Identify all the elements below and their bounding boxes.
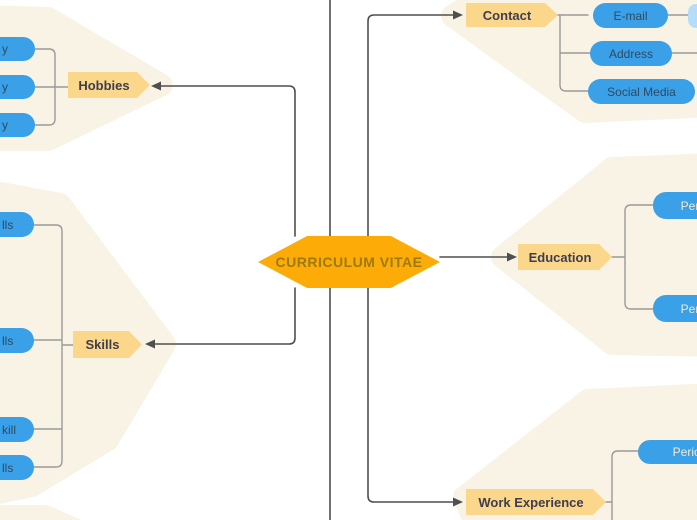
subtopic-education-period-1[interactable]: Period <box>653 192 697 219</box>
branch-hobbies-label: Hobbies <box>78 77 130 93</box>
arrowhead-contact <box>453 10 463 20</box>
bracket-education <box>611 204 654 310</box>
arrowhead-skills <box>145 339 155 349</box>
email-child-node[interactable] <box>688 4 697 28</box>
subtopic-skill-3[interactable]: kill <box>0 417 34 442</box>
subtopic-hobby-1[interactable]: y <box>0 37 35 61</box>
subtopic-skill-4-label: lls <box>2 460 14 475</box>
arrowhead-hobbies <box>151 81 161 91</box>
branch-education[interactable]: Education <box>518 244 612 270</box>
subtopic-work-period[interactable]: Period <box>638 440 697 464</box>
branch-contact[interactable]: Contact <box>466 3 558 27</box>
branch-skills[interactable]: Skills <box>73 331 142 358</box>
subtopic-hobby-3-label: y <box>2 118 8 132</box>
subtopic-social-media[interactable]: Social Media <box>588 79 695 104</box>
subtopic-email[interactable]: E-mail <box>593 3 668 28</box>
arrowhead-work-experience <box>453 497 463 507</box>
subtopic-skill-4[interactable]: lls <box>0 455 34 480</box>
subtopic-hobby-3[interactable]: y <box>0 113 35 137</box>
bracket-skills <box>33 224 74 468</box>
connector-skills <box>153 287 296 345</box>
connector-hobbies <box>159 85 296 237</box>
subtopic-hobby-2[interactable]: y <box>0 75 35 99</box>
subtopic-address-label: Address <box>608 46 654 61</box>
bracket-hobbies <box>34 48 69 126</box>
subtopic-education-period-2-label: Period <box>680 301 697 316</box>
subtopic-education-period-2[interactable]: Period <box>653 295 697 322</box>
connector-work-experience <box>367 287 456 503</box>
subtopic-skill-3-label: kill <box>2 422 16 437</box>
bracket-work-experience <box>604 450 639 520</box>
subtopic-hobby-2-label: y <box>2 80 8 94</box>
central-topic-label: CURRICULUM VITAE <box>275 254 423 270</box>
subtopic-skill-1[interactable]: lls <box>0 212 34 237</box>
arrowhead-education <box>507 252 517 262</box>
branch-hobbies[interactable]: Hobbies <box>68 72 150 98</box>
subtopic-work-period-label: Period <box>672 445 697 459</box>
bracket-contact <box>549 14 591 92</box>
subtopic-skill-2-label: lls <box>2 333 14 348</box>
subtopic-hobby-1-label: y <box>2 42 8 56</box>
subtopic-skill-2[interactable]: lls <box>0 328 34 353</box>
subtopic-education-period-1-label: Period <box>680 198 697 213</box>
group-boundary-work-experience <box>453 383 697 520</box>
branch-work-experience-label: Work Experience <box>478 494 584 510</box>
branch-work-experience[interactable]: Work Experience <box>466 489 606 515</box>
group-boundary-bottom-left <box>0 505 82 520</box>
branch-skills-label: Skills <box>85 337 120 352</box>
subtopic-email-label: E-mail <box>613 8 648 23</box>
branch-education-label: Education <box>528 249 592 265</box>
subtopic-address[interactable]: Address <box>590 41 672 66</box>
subtopic-skill-1-label: lls <box>2 217 14 232</box>
subtopic-social-media-label: Social Media <box>607 84 676 99</box>
connector-contact <box>367 14 456 237</box>
branch-contact-label: Contact <box>482 7 532 23</box>
